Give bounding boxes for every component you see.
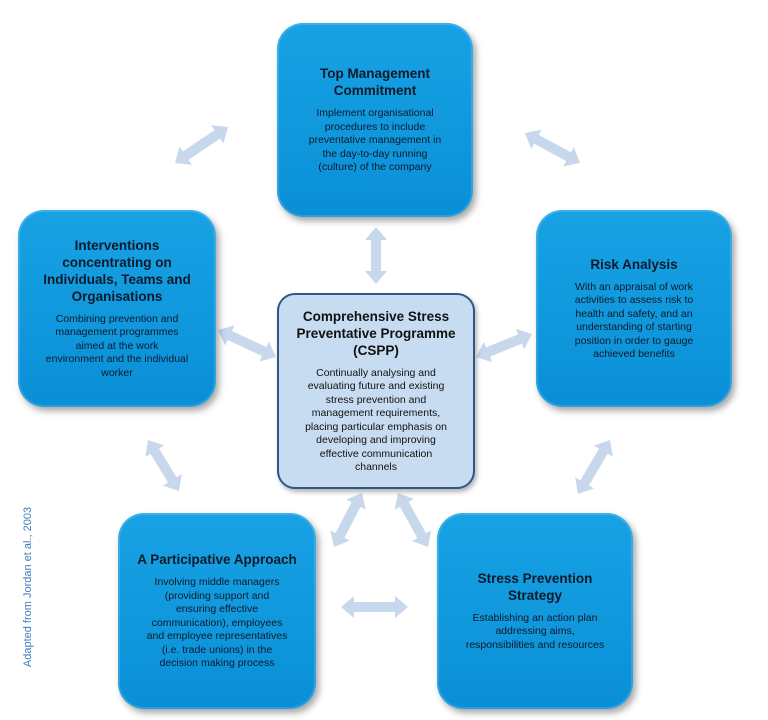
- node-top-management: Top Management Commitment Implement orga…: [277, 23, 473, 217]
- node-stress-prevention-strategy-body: Establishing an action plan addressing a…: [465, 611, 605, 651]
- node-participative-approach-title: A Participative Approach: [137, 552, 297, 568]
- node-cspp-center-title: Comprehensive Stress Preventative Progra…: [296, 308, 456, 358]
- node-interventions: Interventions concentrating on Individua…: [18, 210, 216, 407]
- arrow-left-center: [218, 325, 277, 362]
- arrow-top-right: [525, 129, 581, 167]
- node-risk-analysis-title: Risk Analysis: [590, 256, 678, 272]
- node-interventions-title: Interventions concentrating on Individua…: [43, 237, 191, 304]
- node-risk-analysis-body: With an appraisal of work activities to …: [574, 280, 694, 361]
- arrow-top-center: [365, 227, 387, 284]
- node-participative-approach: A Participative Approach Involving middl…: [118, 513, 316, 709]
- node-participative-approach-body: Involving middle managers (providing sup…: [146, 576, 288, 670]
- arrow-center-participative: [330, 493, 366, 547]
- source-credit: Adapted from Jordan et al., 2003: [22, 506, 34, 668]
- arrow-right-center: [476, 328, 532, 363]
- node-top-management-body: Implement organisational procedures to i…: [308, 107, 442, 174]
- node-stress-prevention-strategy-title: Stress Prevention Strategy: [477, 570, 593, 603]
- arrow-bottom: [341, 596, 408, 618]
- node-cspp-center: Comprehensive Stress Preventative Progra…: [277, 293, 475, 489]
- node-interventions-body: Combining prevention and management prog…: [45, 312, 189, 379]
- arrow-top-left: [175, 125, 229, 165]
- arrow-center-strategy: [394, 493, 432, 548]
- node-top-management-title: Top Management Commitment: [319, 66, 430, 99]
- arrow-right-strategy: [575, 440, 613, 495]
- node-risk-analysis: Risk Analysis With an appraisal of work …: [536, 210, 732, 407]
- arrow-left-participative: [145, 440, 182, 492]
- node-stress-prevention-strategy: Stress Prevention Strategy Establishing …: [437, 513, 633, 709]
- node-cspp-center-body: Continually analysing and evaluating fut…: [305, 366, 447, 474]
